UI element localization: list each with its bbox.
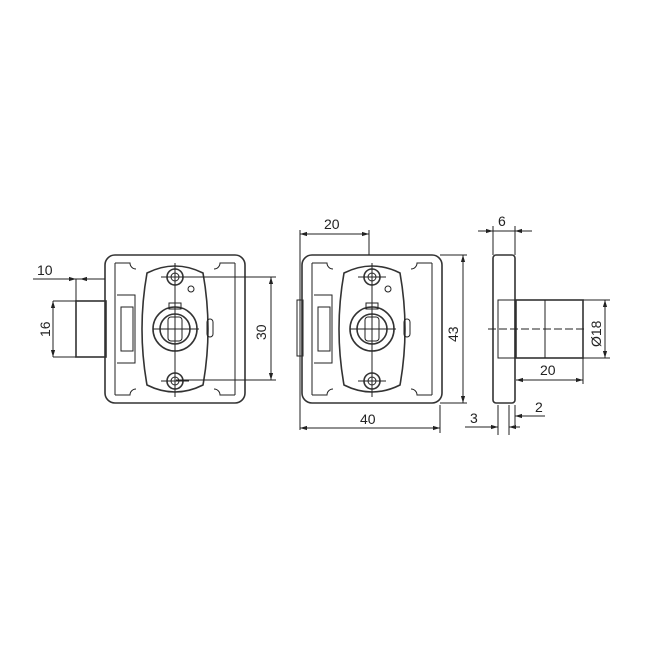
front-view-left: 10 16 30 xyxy=(33,254,276,404)
latch-bolt xyxy=(75,300,107,358)
dim-width: 40 xyxy=(360,411,376,427)
dim-offset-3: 3 xyxy=(470,410,478,426)
dim-cylinder-length: 20 xyxy=(540,362,556,378)
dim-offset-2: 2 xyxy=(535,399,543,415)
dim-flange-thickness: 6 xyxy=(498,213,506,229)
front-view-center: 20 43 40 xyxy=(296,216,467,433)
dim-cylinder-diameter: Ø18 xyxy=(588,320,604,347)
dim-latch-height: 16 xyxy=(37,321,53,337)
dim-half-width: 20 xyxy=(324,216,340,232)
side-view: 6 Ø18 20 3 2 xyxy=(465,213,610,435)
dim-height: 43 xyxy=(445,326,461,342)
dim-latch-offset: 10 xyxy=(37,262,53,278)
dim-screw-spacing: 30 xyxy=(253,324,269,340)
